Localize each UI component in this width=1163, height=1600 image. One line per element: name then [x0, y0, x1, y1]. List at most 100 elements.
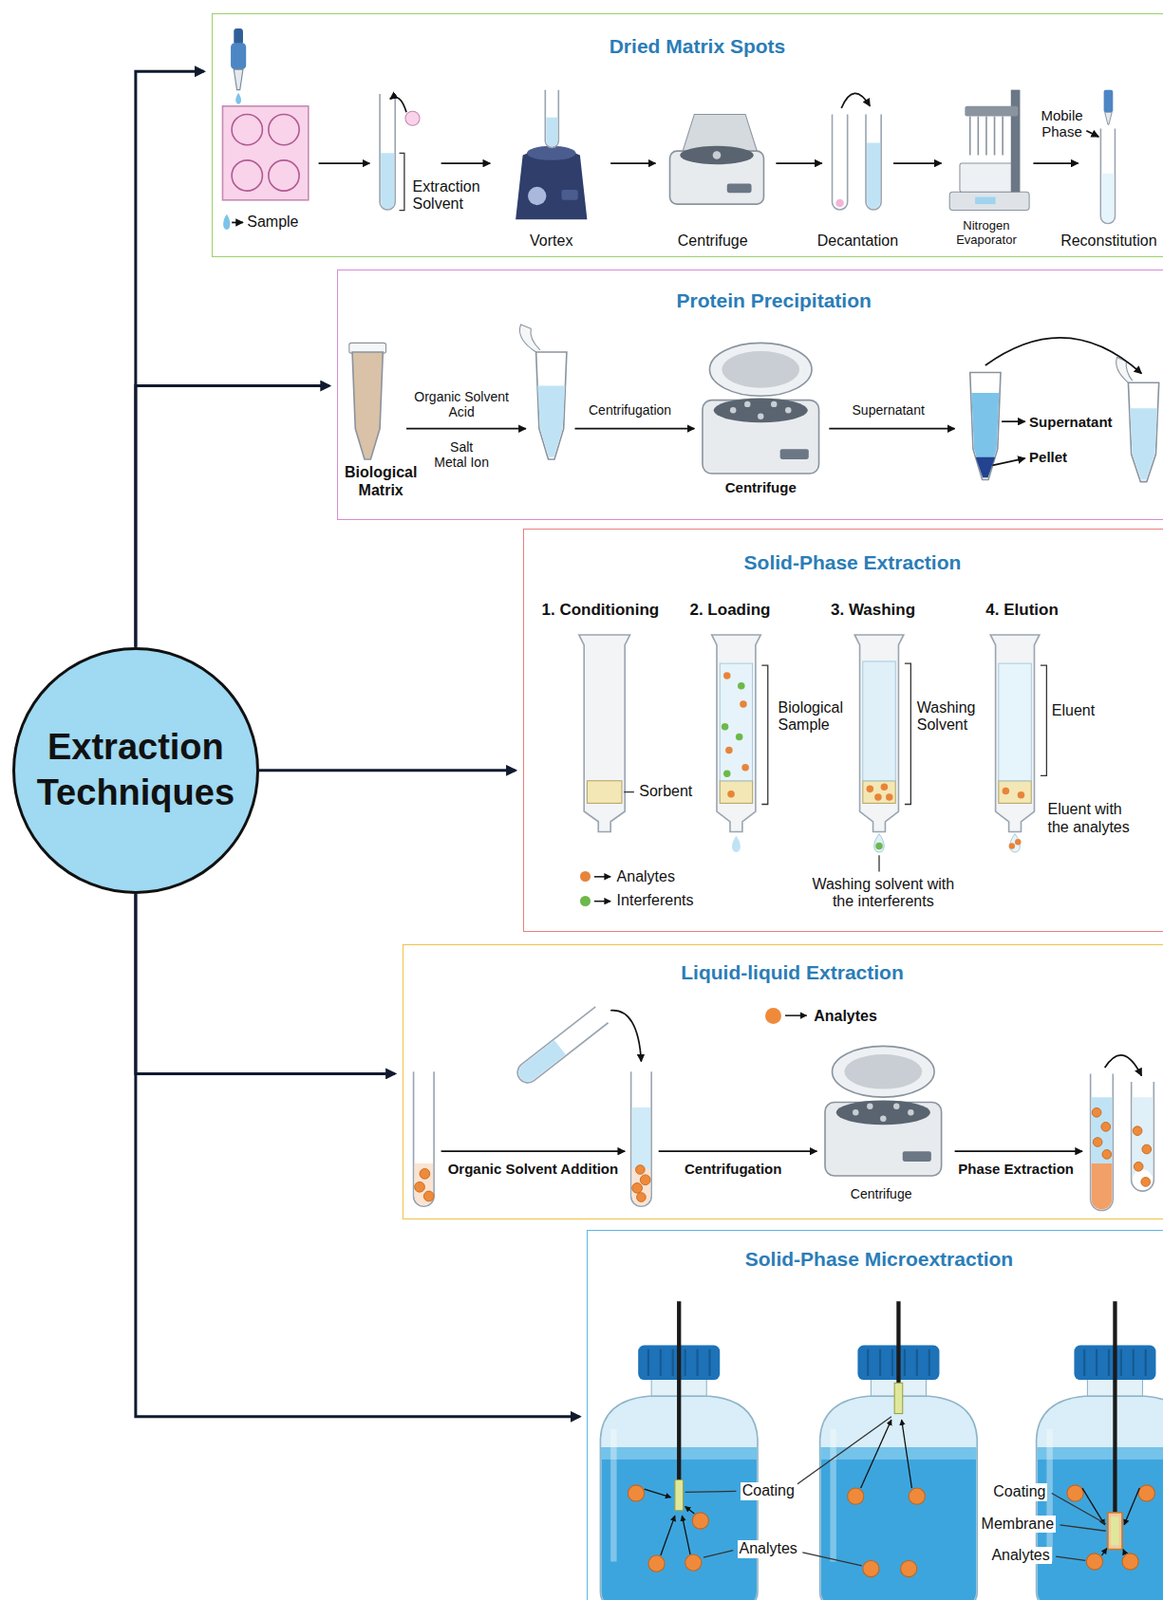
- vortex-mixer: [562, 189, 579, 201]
- bracket: [761, 665, 768, 805]
- centrifuge-icon: [893, 1104, 900, 1110]
- sample-bottle: [879, 1350, 882, 1377]
- connector: [135, 386, 330, 648]
- test-tube: [631, 1071, 653, 1207]
- flow-arrow: [828, 428, 955, 431]
- sorbent-bed: [862, 781, 896, 805]
- phase-tube: [1141, 1178, 1151, 1188]
- sample-bottle: [829, 1429, 836, 1563]
- phase-tube: [1102, 1150, 1112, 1161]
- sorbent-bed: [586, 781, 1032, 805]
- sorbent-bed: [586, 781, 622, 805]
- bracket: [1040, 665, 1047, 776]
- centrifuge-icon: [712, 150, 722, 160]
- analyte-dot: [1122, 1554, 1139, 1571]
- centrifuge-icon: [727, 184, 752, 194]
- analyte-dot: [885, 793, 894, 802]
- text-label: Vortex: [529, 232, 573, 250]
- sorbent-bed: [998, 781, 1032, 805]
- centrifuge-icon: [902, 1151, 932, 1163]
- text-label: Eluent: [1051, 702, 1095, 720]
- text-label: Decantation: [817, 232, 899, 250]
- diffusion-arrow: [644, 1420, 1141, 1557]
- legend-arrow: [594, 877, 807, 1016]
- phase-tube: [1090, 1073, 1155, 1211]
- analyte-dot: [723, 672, 1025, 802]
- sample-bottle: [928, 1350, 931, 1377]
- pipette-icon: [233, 28, 244, 45]
- legend-swatch: [580, 896, 591, 907]
- pipette-icon: [233, 69, 244, 91]
- analyte-dot: [627, 1485, 1155, 1578]
- text-label: Sample: [246, 213, 299, 231]
- eppendorf-tube: [1116, 356, 1133, 383]
- flow-arrow: [658, 1150, 818, 1153]
- nitrogen-evaporator: [975, 197, 996, 206]
- sample-bottle: [647, 1350, 650, 1377]
- test-tube: [414, 1181, 426, 1193]
- sample-bottle: [916, 1350, 919, 1377]
- text-label: Mobile Phase: [1033, 107, 1091, 141]
- flow-arrow: [955, 1150, 1083, 1153]
- flow-arrow: [390, 96, 407, 113]
- centrifuge-icon: [825, 1046, 942, 1177]
- pipette-icon: [230, 42, 246, 70]
- legend-text: Analytes: [813, 1008, 878, 1026]
- legend-text: Analytes: [617, 868, 676, 886]
- test-tube: [399, 152, 405, 210]
- flow-arrow: [231, 93, 1099, 223]
- panel-title: Protein Precipitation: [675, 289, 871, 313]
- decantation-tubes: [866, 143, 881, 209]
- legend-swatch: [765, 1008, 782, 1025]
- text-label: 1. Conditioning: [542, 600, 660, 620]
- eppendorf-tube: [519, 324, 541, 353]
- spme-fiber: [678, 1301, 1115, 1516]
- connector: [135, 894, 581, 1418]
- eppendorf-tube: [1127, 382, 1159, 482]
- spme-fiber: [896, 1301, 901, 1384]
- test-tube: [632, 1165, 651, 1203]
- sample-bottle: [1083, 1350, 1086, 1377]
- nitrogen-evaporator: [977, 116, 980, 156]
- eppendorf-tube: [536, 352, 567, 460]
- analyte-dot: [874, 793, 882, 802]
- connector: [135, 894, 395, 1075]
- vortex-mixer: [544, 90, 559, 149]
- analyte-dot: [692, 1513, 709, 1530]
- illustration: [222, 28, 1163, 1600]
- flow-arrow: [992, 458, 1025, 467]
- spe-cartridge: [579, 635, 631, 833]
- analyte-dot: [685, 1555, 702, 1572]
- sample-bottle: [866, 1350, 869, 1377]
- legend-arrow: [594, 900, 611, 903]
- solvent-column: [719, 663, 752, 782]
- centrifuge-icon: [702, 342, 820, 474]
- eppendorf-tube: [349, 342, 387, 460]
- analyte-dot: [739, 700, 748, 709]
- sample-bottle: [695, 1350, 698, 1377]
- nitrogen-evaporator: [959, 163, 1019, 192]
- panel-title: Solid-Phase Extraction: [744, 551, 962, 575]
- sample-bottle: [1132, 1350, 1135, 1377]
- spe-cartridge: [990, 635, 1040, 833]
- centrifuge-icon: [852, 1109, 859, 1116]
- nitrogen-evaporator: [970, 116, 1003, 156]
- test-tube: [413, 1071, 435, 1207]
- text-label: Phase Extraction: [957, 1161, 1074, 1178]
- leader-line: [797, 1417, 892, 1485]
- leader-line: [1059, 1525, 1106, 1532]
- vortex-mixer: [545, 117, 558, 148]
- centrifuge-icon: [832, 1046, 936, 1098]
- centrifuge-icon: [730, 401, 792, 420]
- centrifuge-icon: [670, 113, 765, 205]
- interferent-dot: [737, 682, 746, 691]
- leader-line: [802, 1553, 862, 1567]
- text-label: 3. Washing: [830, 600, 916, 620]
- eppendorf-tube: [352, 352, 383, 460]
- drop-icon: [223, 214, 230, 230]
- diffusion-arrow: [685, 1506, 695, 1515]
- nitrogen-evaporator: [994, 116, 996, 156]
- drop-icon: [1014, 839, 1021, 845]
- analyte-dot: [866, 786, 875, 794]
- leader-line: [685, 1491, 737, 1493]
